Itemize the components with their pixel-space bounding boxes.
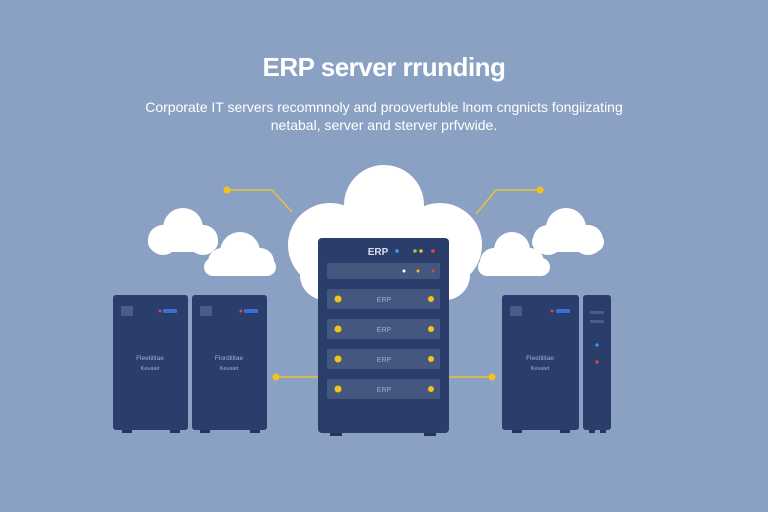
status-led-icon [419, 249, 423, 253]
page-subtitle: Corporate IT servers recomnnoly and proo… [145, 99, 623, 133]
status-led-icon [395, 249, 399, 253]
main-server-rack: ERP ERP ERP ERP [318, 238, 449, 436]
connector-line-top-right [475, 189, 540, 215]
rack-bay-4: ERP [327, 379, 440, 399]
server-label-secondary: Keuaiet [220, 366, 239, 372]
server-tower-right-1: Fleetilitae Keuaiet [502, 295, 579, 433]
connector-node-left [272, 373, 280, 381]
server-label-primary: Fleetilitae [136, 355, 164, 362]
connector-line-top-left [227, 189, 293, 213]
server-label-secondary: Keuaiet [141, 366, 160, 372]
rack-bay-3: ERP [327, 349, 440, 369]
cloud-right-icon [478, 208, 604, 276]
rack-bay-label: ERP [377, 327, 392, 334]
server-tower-left-1: Fleetilitae Keuaiet [113, 295, 188, 433]
rack-bay-label: ERP [377, 357, 392, 364]
connector-lines [223, 186, 544, 381]
connector-node-right [488, 373, 496, 381]
server-tower-left-2: Flordilitae Keuaiet [192, 295, 267, 433]
rack-bay-label: ERP [377, 297, 392, 304]
server-tower-right-2 [583, 295, 611, 433]
rack-control-panel [327, 263, 440, 279]
status-led-icon [413, 249, 417, 253]
rack-bay-label: ERP [377, 387, 392, 394]
rack-brand-label: ERP [368, 247, 389, 258]
cloud-left-icon [148, 208, 276, 276]
page-title: ERP server rrunding [262, 52, 506, 82]
connector-node-top-right [536, 186, 544, 194]
connector-node-top-left [223, 186, 231, 194]
rack-bay-1: ERP [327, 289, 440, 309]
rack-bay-2: ERP [327, 319, 440, 339]
server-label-secondary: Keuaiet [531, 366, 550, 372]
status-led-icon [431, 249, 435, 253]
server-label-primary: Fleetilitae [526, 355, 554, 362]
server-label-primary: Flordilitae [215, 355, 244, 362]
